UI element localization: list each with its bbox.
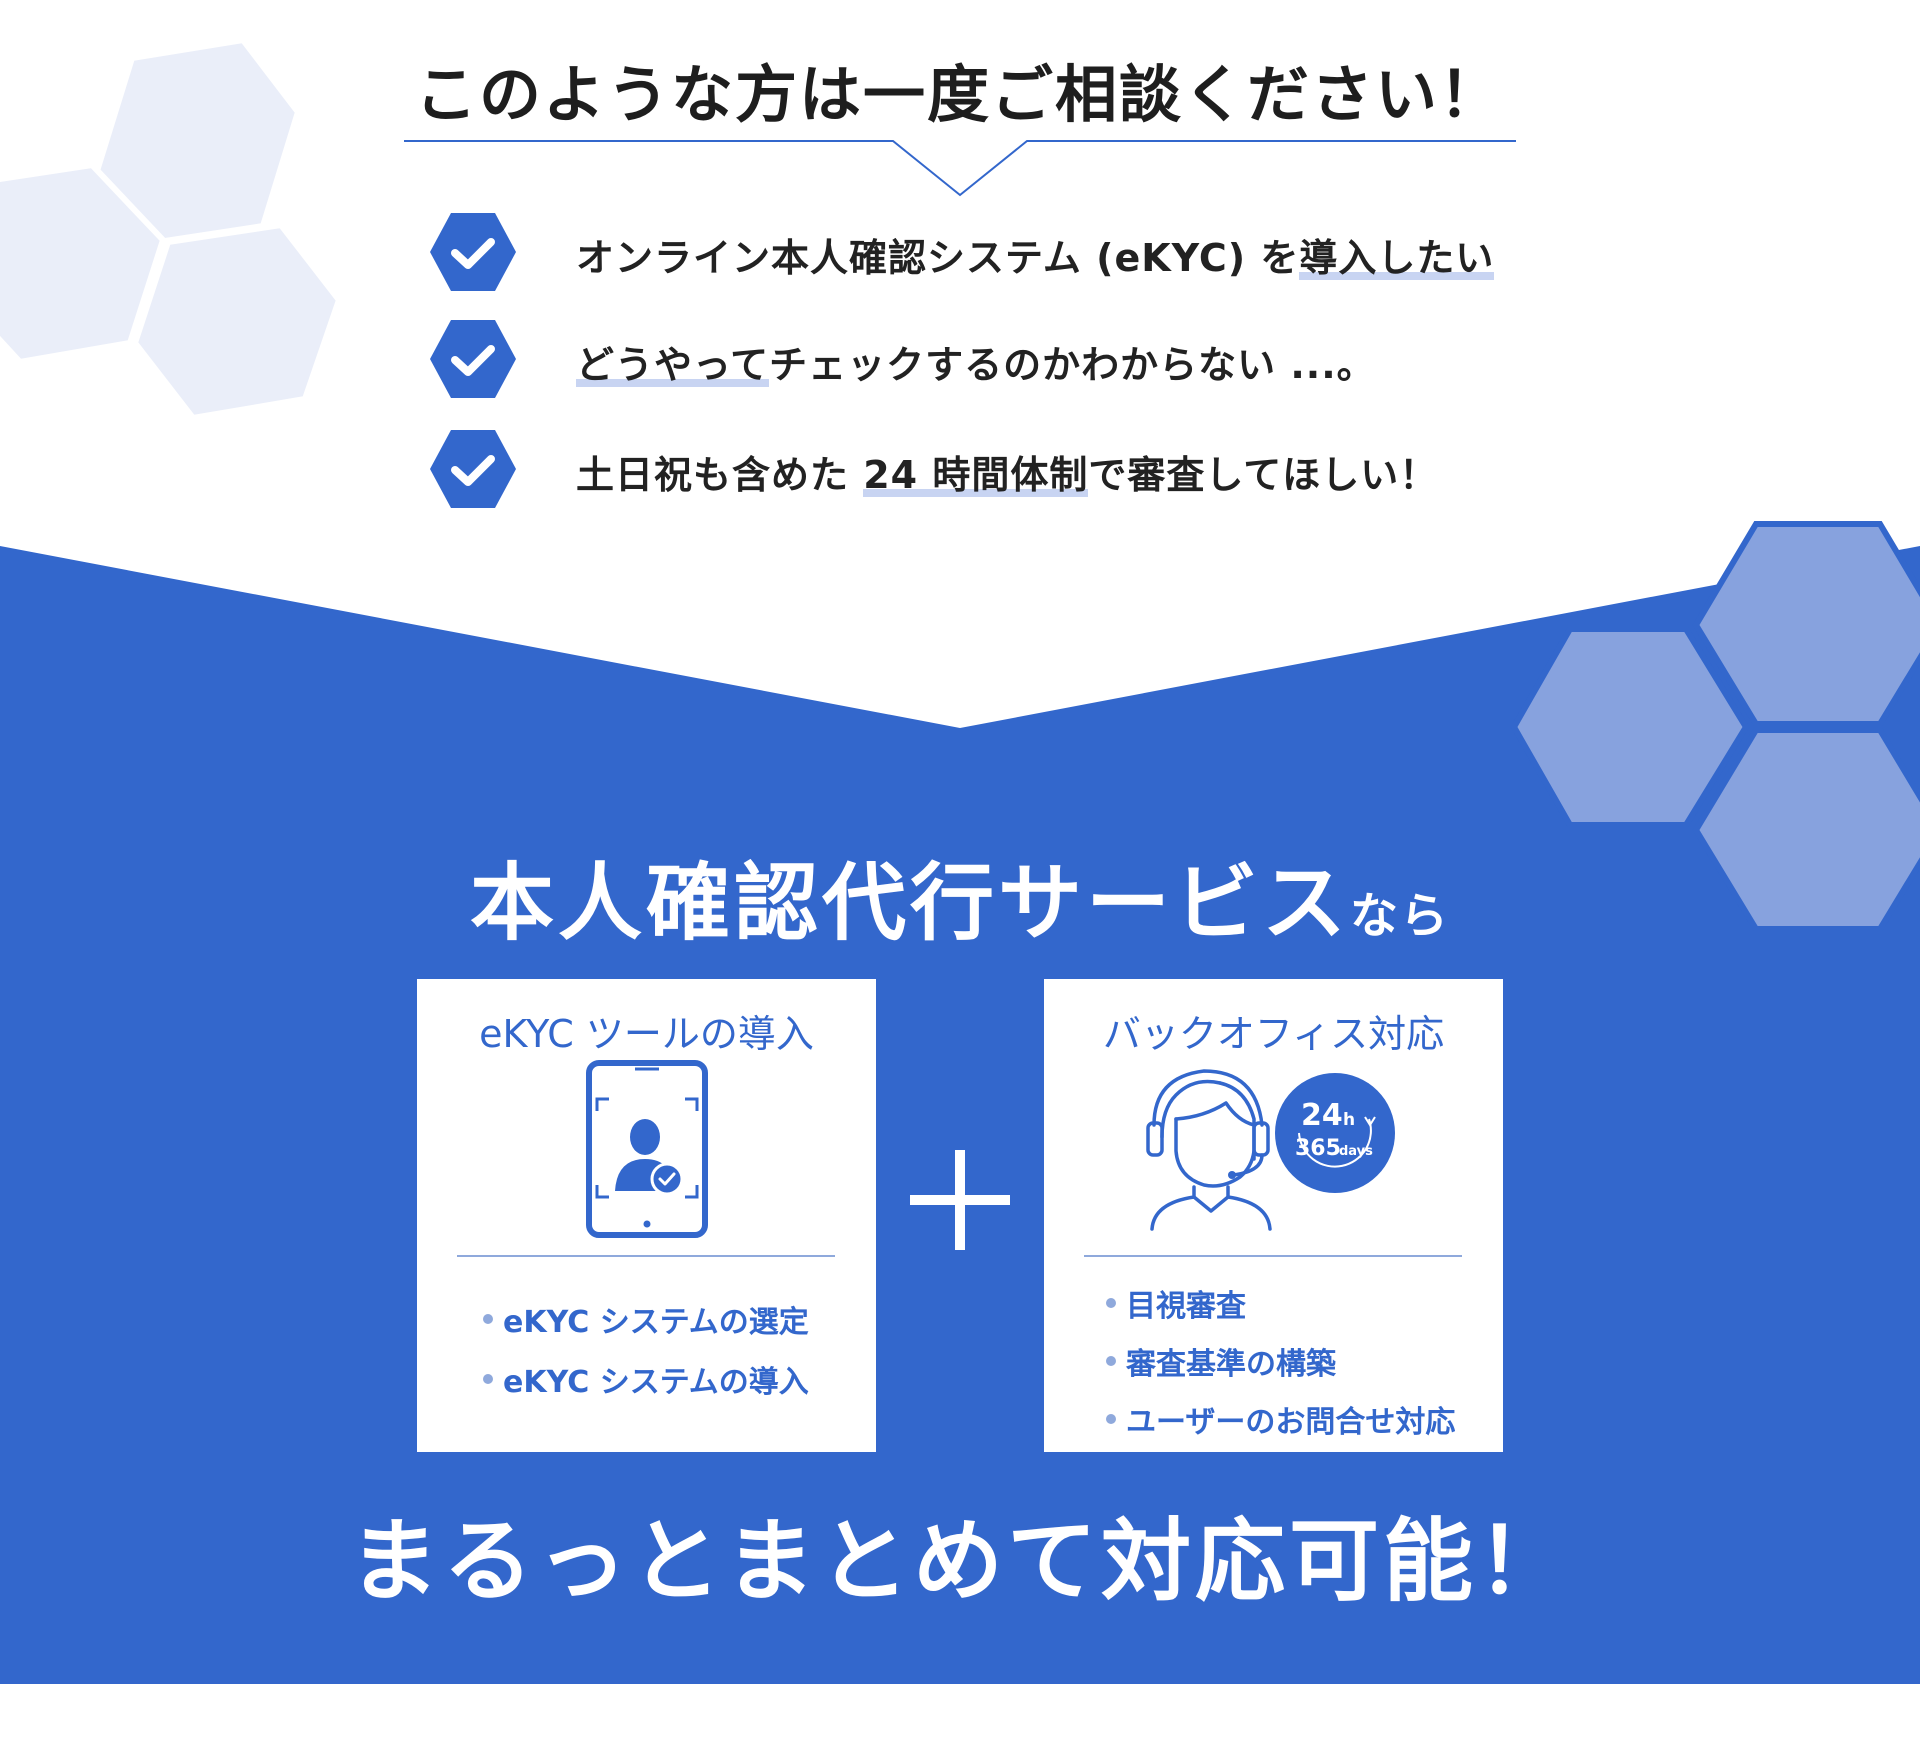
service-title-main: 本人確認代行サービス <box>469 854 1350 952</box>
checklist-item-text: オンライン本人確認システム (eKYC) を導入したい <box>576 236 1495 280</box>
list-item: ユーザーのお問合せ対応 <box>1106 1397 1455 1441</box>
bullet-dot <box>1106 1356 1116 1366</box>
section-heading: このような方は一度ご相談ください！ <box>414 58 1503 131</box>
tablet-face-verification-icon <box>586 1060 708 1238</box>
checklist-item: 土日祝も含めた 24 時間体制で審査してほしい！ <box>430 430 1530 508</box>
card-ekyc-tool: eKYC ツールの導入 eKYC システムの選定 eKYC システムの導入 <box>417 979 876 1452</box>
highlighted-phrase: 24 時間体制 <box>863 453 1089 497</box>
list-item: 目視審査 <box>1106 1281 1455 1325</box>
checklist-item: オンライン本人確認システム (eKYC) を導入したい <box>430 213 1530 291</box>
badge-hours: 24 <box>1301 1098 1343 1133</box>
list-item: eKYC システムの導入 <box>483 1357 809 1401</box>
list-item: 審査基準の構築 <box>1106 1339 1455 1383</box>
heading-underline-arrow <box>404 140 1516 197</box>
card-title: eKYC ツールの導入 <box>479 1012 814 1056</box>
highlighted-phrase: どうやって <box>576 343 770 387</box>
badge-days: 365 <box>1295 1136 1341 1161</box>
bullet-dot <box>483 1314 493 1324</box>
card-feature-list: 目視審査 審査基準の構築 ユーザーのお問合せ対応 <box>1106 1281 1455 1441</box>
checklist-item: どうやってチェックするのかわからない ...。 <box>430 320 1530 398</box>
checkmark-hexagon-icon <box>430 430 516 508</box>
card-divider <box>1084 1255 1462 1257</box>
card-title: バックオフィス対応 <box>1102 1012 1445 1056</box>
badge-hours-unit: h <box>1343 1110 1355 1130</box>
card-divider <box>457 1255 835 1257</box>
checklist-item-text: 土日祝も含めた 24 時間体制で審査してほしい！ <box>576 453 1439 497</box>
operator-headset-icon <box>1146 1069 1272 1231</box>
closing-text: まるっとまとめて対応可能！ <box>349 1509 1571 1614</box>
badge-days-unit: days <box>1339 1144 1373 1159</box>
checklist-item-text: どうやってチェックするのかわからない ...。 <box>576 343 1376 387</box>
24h-365days-badge: 24 h 365 days <box>1275 1073 1395 1193</box>
checkmark-hexagon-icon <box>430 213 516 291</box>
service-title: 本人確認代行サービスなら <box>430 836 1490 957</box>
highlighted-phrase: 導入したい <box>1299 236 1495 280</box>
bullet-dot <box>1106 1414 1116 1424</box>
bullet-dot <box>483 1374 493 1384</box>
bullet-dot <box>1106 1298 1116 1308</box>
card-back-office: バックオフィス対応 24 h 365 days 目視審査 審査基準の構築 ユーザ… <box>1044 979 1503 1452</box>
plus-icon <box>910 1150 1010 1250</box>
checkmark-hexagon-icon <box>430 320 516 398</box>
list-item: eKYC システムの選定 <box>483 1297 809 1341</box>
service-title-suffix: なら <box>1350 888 1451 944</box>
card-feature-list: eKYC システムの選定 eKYC システムの導入 <box>483 1297 809 1401</box>
